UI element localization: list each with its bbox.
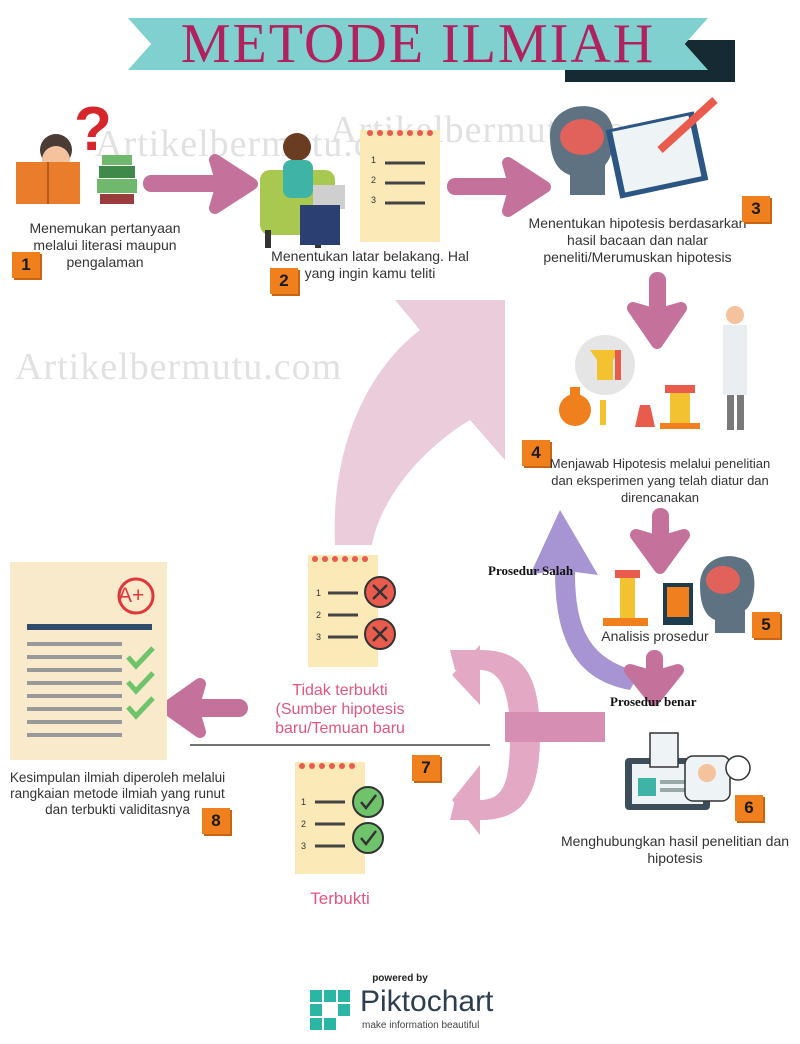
step-3-badge: 3 [742,196,770,222]
not-proven-label: Tidak terbukti (Sumber hipotesis baru/Te… [275,682,405,737]
arrow-5-6 [624,650,684,706]
step-2-text: Menentukan latar belakang. Hal yang ingi… [271,248,469,281]
question-mark: ? [74,95,112,164]
arrow-4-5 [630,508,690,574]
notepad2-number-1: 1 [371,155,377,165]
step-1-text: Menemukan pertanyaan melalui literasi ma… [29,220,181,270]
step-5-badge: 5 [752,612,780,638]
step-7-badge: 7 [412,755,440,781]
lab-scientist-icon [559,306,747,430]
step-6-text: Menghubungkan hasil penelitian dan hipot… [560,833,790,866]
split-arrow-stem [505,712,605,742]
analysis-icon [603,556,755,633]
proven-notepad-icon [295,762,384,874]
arrow-1-2 [143,154,258,214]
title-banner [128,18,708,70]
powered-by-text: powered by [372,973,428,984]
notepad-check-number-3: 3 [301,841,307,851]
notepad-x-number-2: 2 [316,610,322,620]
step-8-text: Kesimpulan ilmiah diperoleh melalui rang… [9,770,226,817]
split-arrow-body [450,650,540,820]
graded-document-icon [10,562,167,760]
watermark-left: Artikelbermutu.com [15,346,343,388]
step-2-badge: 2 [270,268,298,294]
reading-person-icon: ? [16,95,137,204]
step-3-text: Menentukan hipotesis berdasarkan hasil b… [528,215,747,265]
step-1-badge: 1 [12,252,40,278]
arrow-2-3 [447,157,551,217]
arrow-to-conclusion [160,678,248,738]
not-proven-notepad-icon [308,555,396,667]
piktochart-brand[interactable]: Piktochart [360,985,494,1018]
correct-procedure-label: Prosedur benar [610,694,697,709]
split-arrow-head-bottom [452,765,480,835]
notepad2-number-3: 3 [371,195,377,205]
wrong-procedure-arrow [530,510,640,690]
piktochart-tagline: make information beautiful [362,1020,480,1031]
step-4-badge: 4 [522,440,550,466]
notepad-x-number-1: 1 [316,588,322,598]
page-title: METODE ILMIAH [180,13,656,75]
connect-results-icon [625,732,751,810]
split-arrow-head-top [452,645,480,705]
step-8-badge: 8 [202,808,230,834]
arrow-3-4 [627,272,687,349]
notepad-check-number-1: 1 [301,797,307,807]
piktochart-logo-icon [310,990,350,1030]
student-laptop-icon [260,130,440,248]
grade-label: A+ [118,584,145,607]
step-6-badge: 6 [735,795,763,821]
step-4-text: Menjawab Hipotesis melalui penelitian da… [549,456,771,505]
step-5-text: Analisis prosedur [601,628,709,644]
notepad-x-number-3: 3 [316,632,322,642]
notepad-check-number-2: 2 [301,819,307,829]
proven-label: Terbukti [310,889,370,908]
notepad2-number-2: 2 [371,175,377,185]
brain-book-icon [550,97,718,199]
return-curve-arrow [334,300,505,545]
wrong-procedure-label: Prosedur Salah [488,563,574,578]
